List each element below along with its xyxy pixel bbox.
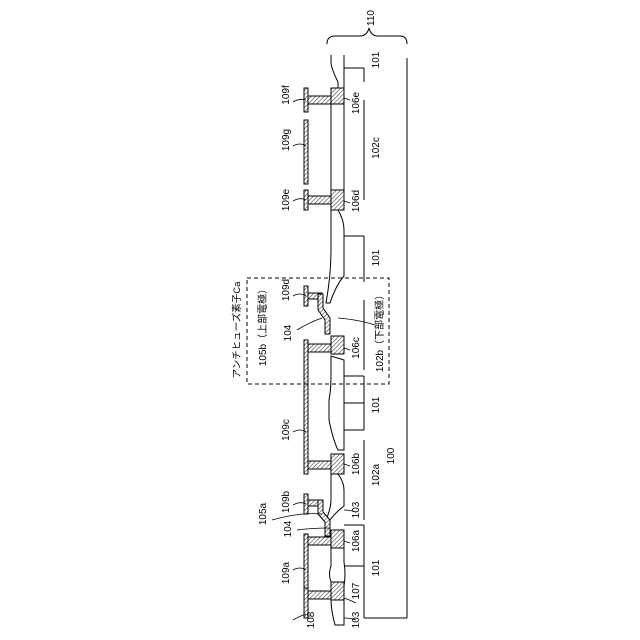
contact-107 <box>331 582 344 600</box>
upper-electrodes <box>318 294 330 536</box>
label-109f: 109f <box>282 85 292 104</box>
label-109c: 109c <box>282 419 292 441</box>
metal-wirings <box>304 88 308 618</box>
contact-106d <box>331 190 344 210</box>
label-109a: 109a <box>282 562 292 584</box>
label-101-bottom: 101 <box>372 560 382 577</box>
label-104-lower: 104 <box>284 521 294 538</box>
label-101-mid2: 101 <box>372 397 382 414</box>
label-101-top: 101 <box>372 52 382 69</box>
contact-pads <box>331 88 344 600</box>
contact-106e <box>331 88 344 104</box>
label-101-mid: 101 <box>372 250 382 267</box>
label-102b: 102b（下部電極） <box>376 290 386 372</box>
label-103-bottom: 103 <box>352 612 362 629</box>
label-106e: 106e <box>352 92 362 114</box>
label-107: 107 <box>352 583 362 600</box>
label-106c: 106c <box>352 337 362 359</box>
label-109b: 109b <box>282 491 292 513</box>
label-100: 100 <box>387 448 397 465</box>
label-102c: 102c <box>372 137 382 159</box>
contact-106a <box>331 530 344 548</box>
label-109e: 109e <box>282 189 292 211</box>
label-antifuse-element-ca: アンチヒューズ素子Ca <box>233 282 243 379</box>
label-105b: 105b（上部電極） <box>259 284 269 366</box>
wiring-109c <box>304 340 308 474</box>
upper-electrode-105a <box>318 500 330 536</box>
label-102a: 102a <box>372 464 382 486</box>
brace-110 <box>327 28 407 44</box>
label-106b: 106b <box>352 453 362 475</box>
label-105a: 105a <box>259 503 269 525</box>
contact-106b <box>331 454 344 474</box>
label-106a: 106a <box>352 530 362 552</box>
label-106d: 106d <box>352 190 362 212</box>
label-110: 110 <box>367 10 377 26</box>
label-108: 108 <box>307 612 317 629</box>
wiring-109g <box>304 120 308 184</box>
label-104-upper: 104 <box>284 325 294 342</box>
label-109d: 109d <box>282 279 292 301</box>
label-109g: 109g <box>282 129 292 151</box>
label-103-mid: 103 <box>352 502 362 519</box>
contact-106c <box>331 336 344 354</box>
